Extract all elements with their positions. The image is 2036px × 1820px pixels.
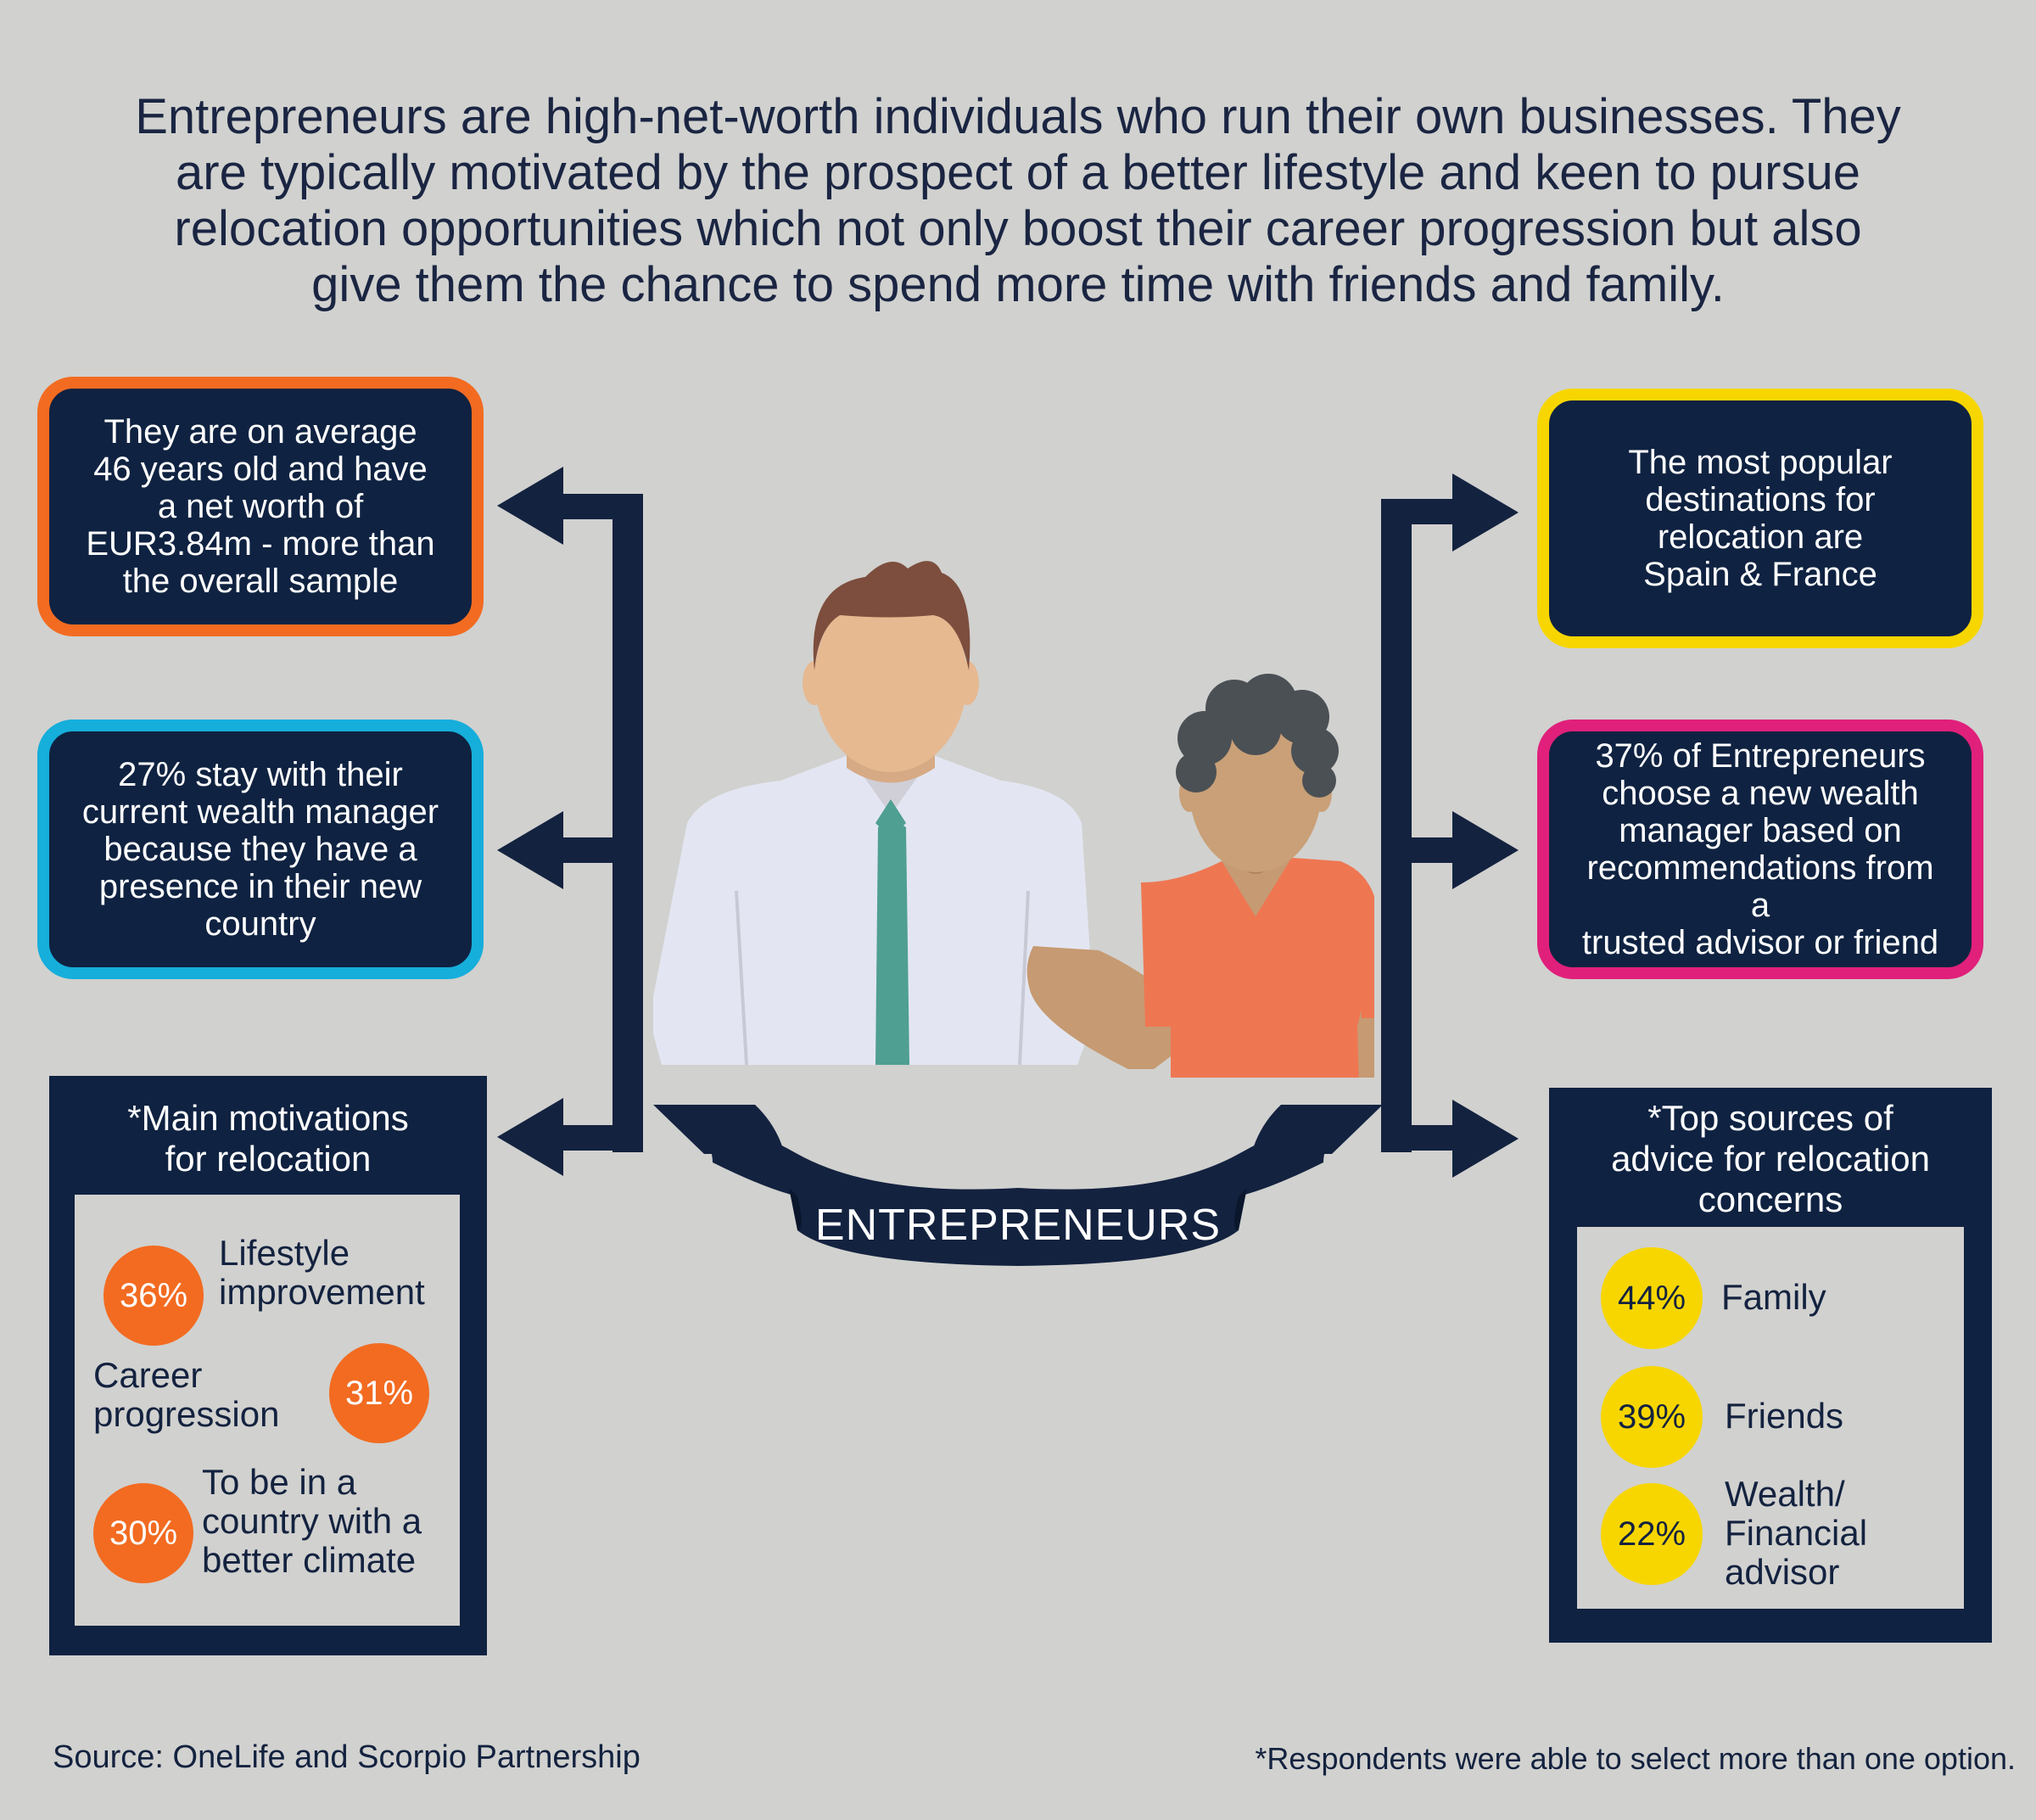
sources-title-line: *Top sources of — [1647, 1098, 1893, 1138]
sources-title-line: concerns — [1698, 1179, 1843, 1219]
intro-line: give them the chance to spend more time … — [311, 257, 1725, 312]
fact-line: relocation are — [1657, 518, 1864, 556]
sources-list: 44% Family 39% Friends 22% Wealth/ Finan… — [1577, 1227, 1964, 1609]
woman-figure — [1026, 674, 1374, 1078]
left-arrow-head-top — [497, 467, 563, 545]
fact-line: The most popular — [1628, 444, 1893, 481]
fact-line: 27% stay with their — [118, 756, 403, 793]
sources-title-line: advice for relocation — [1611, 1139, 1930, 1179]
source-credit: Source: OneLife and Scorpio Partnership — [53, 1739, 640, 1775]
fact-line: trusted advisor or friend — [1581, 924, 1939, 961]
intro-line: are typically motivated by the prospect … — [176, 145, 1860, 200]
banner-ribbon — [653, 1105, 1383, 1266]
fact-line: manager based on — [1619, 812, 1902, 849]
stat-bubble: 39% — [1601, 1366, 1703, 1468]
entrepreneurs-illustration — [653, 561, 1374, 1078]
stat-bubble: 44% — [1601, 1247, 1703, 1349]
fact-line: presence in their new — [98, 868, 422, 905]
stat-label-line: country with a — [202, 1501, 422, 1541]
motivations-title: *Main motivations for relocation — [49, 1098, 487, 1179]
fact-line: 46 years old and have — [93, 451, 428, 488]
right-arrow-shaft-middle — [1381, 837, 1466, 863]
stat-label-line: improvement — [219, 1272, 425, 1312]
fact-line: because they have a — [103, 831, 417, 868]
fact-line: the overall sample — [122, 563, 399, 600]
stat-label: To be in a country with a better climate — [202, 1463, 422, 1580]
right-arrow-head-bottom — [1452, 1100, 1519, 1178]
fact-line: current wealth manager — [81, 793, 439, 831]
fact-line: a net worth of — [157, 488, 364, 525]
fact-box-age-networth: They are on average 46 years old and hav… — [37, 377, 484, 636]
fact-box-advisor-recommendation: 37% of Entrepreneurs choose a new wealth… — [1537, 720, 1983, 979]
stat-label: Wealth/ Financial advisor — [1725, 1475, 1867, 1592]
stat-label: Lifestyle improvement — [219, 1234, 425, 1312]
stat-bubble: 31% — [329, 1343, 429, 1443]
stat-label-line: Lifestyle — [219, 1233, 350, 1273]
stat-label-line: Family — [1721, 1277, 1826, 1317]
intro-line: relocation opportunities which not only … — [174, 201, 1862, 256]
stat-label: Career progression — [93, 1356, 279, 1434]
stat-label-line: Financial — [1725, 1513, 1868, 1553]
right-arrow-shaft-bottom — [1381, 1125, 1466, 1151]
stat-bubble: 22% — [1601, 1483, 1703, 1585]
intro-paragraph: Entrepreneurs are high-net-worth individ… — [85, 89, 1951, 313]
fact-line: choose a new wealth — [1602, 775, 1919, 812]
sources-title: *Top sources of advice for relocation co… — [1549, 1098, 1992, 1220]
right-arrow-head-top — [1452, 473, 1519, 552]
left-arrow-head-middle — [497, 811, 563, 889]
stat-label: Family — [1721, 1278, 1826, 1317]
stat-label-line: advisor — [1725, 1552, 1840, 1592]
motivations-list: 36% Lifestyle improvement Career progres… — [75, 1195, 460, 1626]
left-arrow-shaft-bottom — [551, 1125, 628, 1151]
intro-line: Entrepreneurs are high-net-worth individ… — [135, 89, 1901, 144]
left-arrow-shaft-middle — [551, 837, 628, 863]
fact-line: 37% of Entrepreneurs — [1595, 737, 1926, 775]
fact-line: Spain & France — [1643, 556, 1877, 593]
fact-line: They are on average — [103, 413, 417, 451]
stat-label-line: Career — [93, 1355, 203, 1395]
footnote: *Respondents were able to select more th… — [1255, 1741, 2016, 1776]
left-arrow-head-bottom — [497, 1098, 563, 1176]
right-arrow-head-middle — [1452, 811, 1519, 889]
fact-line: destinations for — [1645, 481, 1876, 518]
motivations-panel: *Main motivations for relocation 36% Lif… — [49, 1076, 487, 1655]
right-arrow-shaft-top — [1381, 499, 1466, 524]
left-connector-bar — [612, 494, 643, 1152]
motivations-title-line: for relocation — [165, 1139, 372, 1179]
stat-bubble: 30% — [93, 1483, 193, 1583]
fact-box-wealth-manager: 27% stay with their current wealth manag… — [37, 720, 484, 979]
man-figure — [653, 561, 1094, 1066]
left-arrow-shaft-top — [551, 494, 628, 519]
stat-label-line: better climate — [202, 1540, 417, 1580]
stat-label-line: Friends — [1725, 1396, 1844, 1436]
stat-label: Friends — [1725, 1397, 1843, 1436]
fact-box-destinations: The most popular destinations for reloca… — [1537, 389, 1983, 648]
fact-line: country — [204, 905, 316, 943]
stat-label-line: To be in a — [202, 1462, 357, 1502]
banner-label: ENTREPRENEURS — [814, 1201, 1222, 1250]
stat-bubble: 36% — [103, 1246, 204, 1346]
fact-line: recommendations from a — [1586, 849, 1934, 924]
fact-line: EUR3.84m - more than — [86, 525, 435, 563]
stat-label-line: progression — [93, 1394, 280, 1434]
right-connector-bar — [1381, 499, 1412, 1152]
advice-sources-panel: *Top sources of advice for relocation co… — [1549, 1088, 1992, 1643]
motivations-title-line: *Main motivations — [127, 1098, 409, 1138]
stat-label-line: Wealth/ — [1725, 1474, 1845, 1514]
